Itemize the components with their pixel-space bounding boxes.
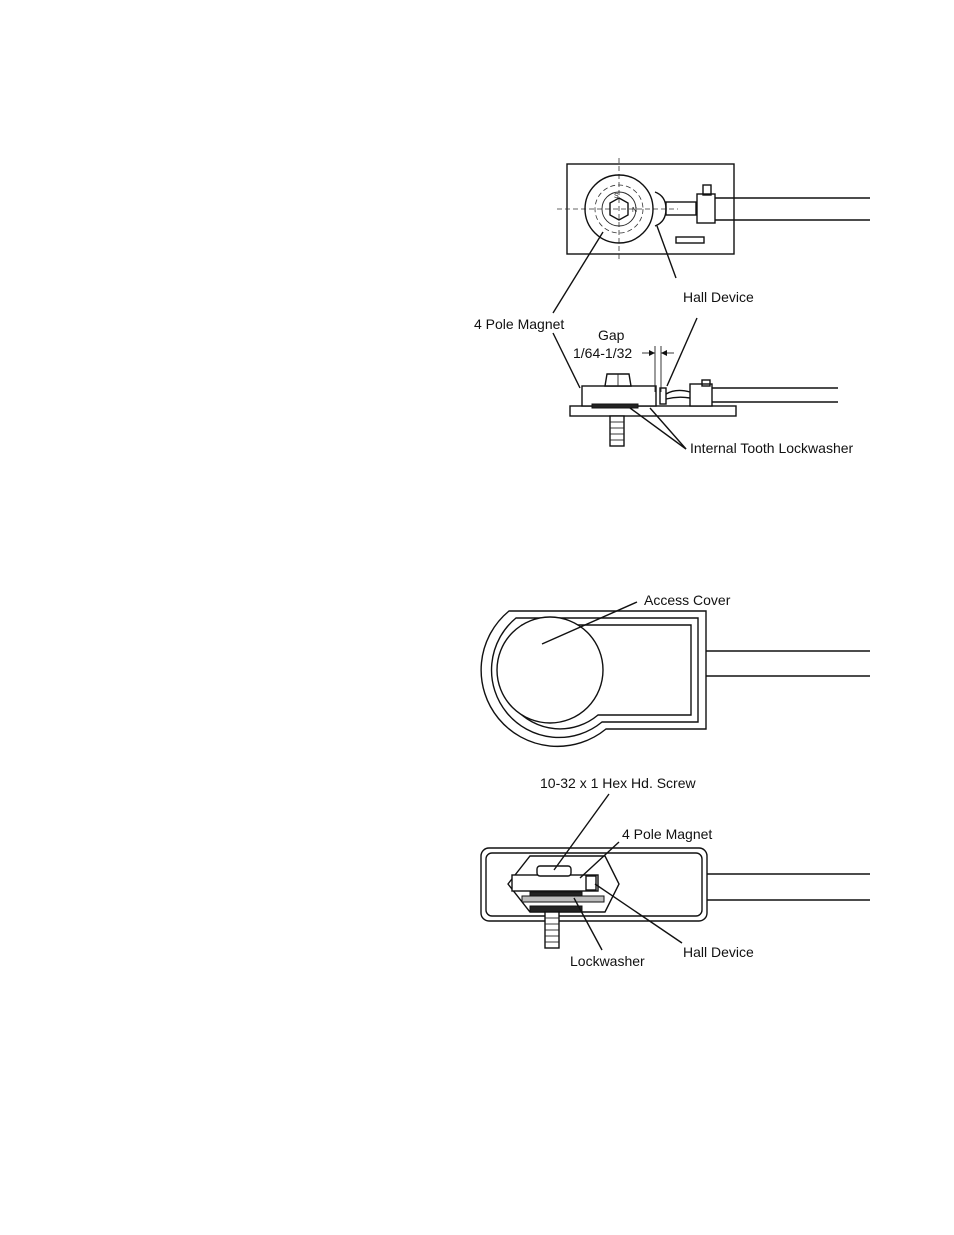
figure-3-section-view (481, 848, 870, 948)
figure-2-access-cover-label: Access Cover (644, 592, 731, 608)
svg-text:N: N (632, 207, 637, 214)
figure-1-lockwasher-label: Internal Tooth Lockwasher (690, 440, 854, 456)
figure-1-side-view (570, 346, 838, 446)
figure-1-magnet-label: 4 Pole Magnet (474, 316, 564, 332)
figure-1-gap-value: 1/64-1/32 (573, 345, 632, 361)
figure-2-access-cover-view (481, 602, 870, 746)
figure-3-magnet-label: 4 Pole Magnet (622, 826, 712, 842)
figure-3-screw-label: 10-32 x 1 Hex Hd. Screw (540, 775, 697, 791)
figure-3-lockwasher-label: Lockwasher (570, 953, 645, 969)
figure-1-hall-device-label: Hall Device (683, 289, 754, 305)
svg-text:S: S (614, 193, 619, 200)
figure-3-hall-device-label: Hall Device (683, 944, 754, 960)
figure-1-top-view: S N (557, 158, 870, 262)
figure-1-gap-label: Gap (598, 327, 625, 343)
